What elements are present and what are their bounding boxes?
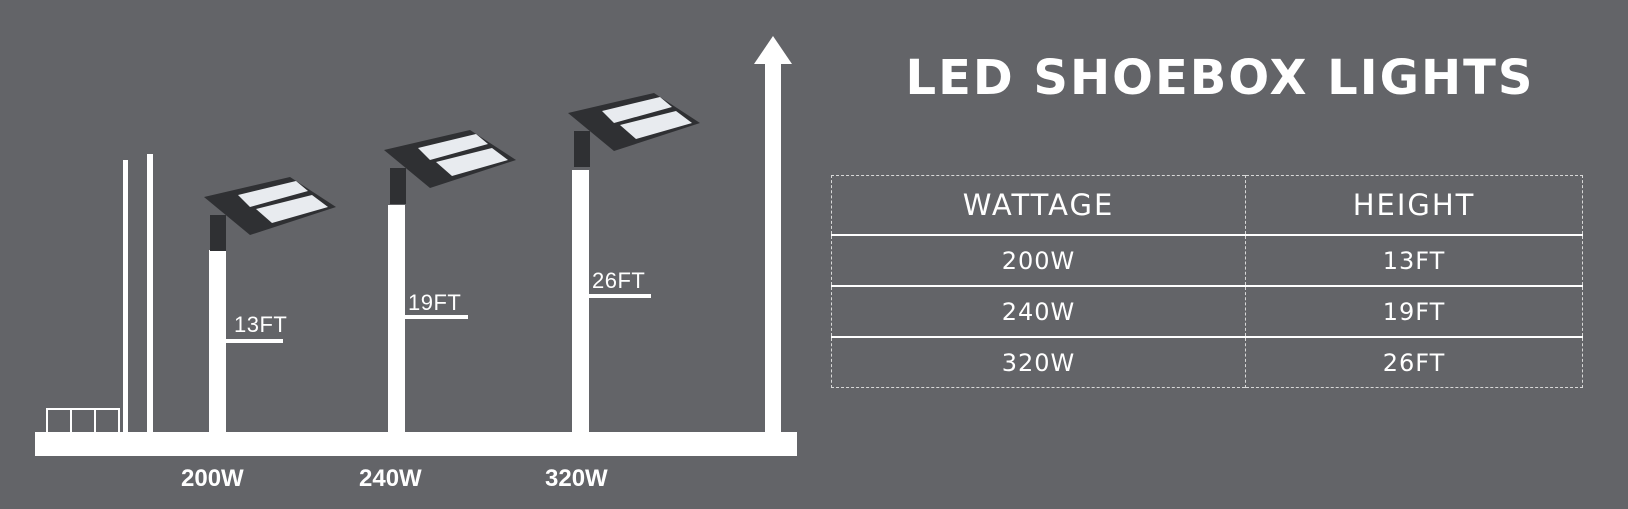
cell-wattage: 200W (831, 234, 1246, 286)
header-height: HEIGHT (1245, 175, 1583, 235)
wattage-label-320w: 320W (545, 465, 608, 492)
table-row: 240W 19FT (831, 285, 1583, 337)
table-row: 320W 26FT (831, 336, 1583, 388)
spec-table: WATTAGE HEIGHT 200W 13FT 240W 19FT 320W … (831, 175, 1583, 388)
height-arrow-head-icon (754, 36, 792, 64)
pole-240w (388, 205, 405, 434)
building-window-3 (94, 408, 120, 434)
shoebox-light-icon-320w (568, 93, 700, 167)
header-wattage: WATTAGE (962, 188, 1115, 222)
wattage-label-200w: 200W (181, 465, 244, 492)
height-marker-200w (226, 339, 283, 343)
cell-height: 26FT (1245, 336, 1583, 388)
table-row: 200W 13FT (831, 234, 1583, 286)
wattage-label-240w: 240W (359, 465, 422, 492)
page-title: LED SHOEBOX LIGHTS (905, 50, 1535, 106)
height-marker-240w (405, 315, 468, 319)
height-marker-320w (589, 294, 651, 298)
table-header-row: WATTAGE HEIGHT (832, 175, 1583, 235)
pole-320w (572, 170, 589, 434)
shoebox-light-icon-240w (384, 130, 516, 204)
building-wall-line-1 (123, 160, 128, 434)
pole-200w (209, 250, 226, 434)
height-arrow-shaft (765, 60, 781, 434)
building-window-2 (70, 408, 96, 434)
height-label-240w: 19FT (408, 290, 462, 315)
building-wall-line-2 (147, 154, 153, 434)
cell-wattage: 240W (831, 285, 1246, 337)
cell-height: 19FT (1245, 285, 1583, 337)
shoebox-light-icon-200w (204, 177, 336, 251)
ground-bar (35, 432, 797, 456)
height-label-200w: 13FT (234, 312, 288, 337)
height-label-320w: 26FT (592, 268, 646, 293)
cell-wattage: 320W (831, 336, 1246, 388)
building-window-1 (46, 408, 72, 434)
cell-height: 13FT (1245, 234, 1583, 286)
